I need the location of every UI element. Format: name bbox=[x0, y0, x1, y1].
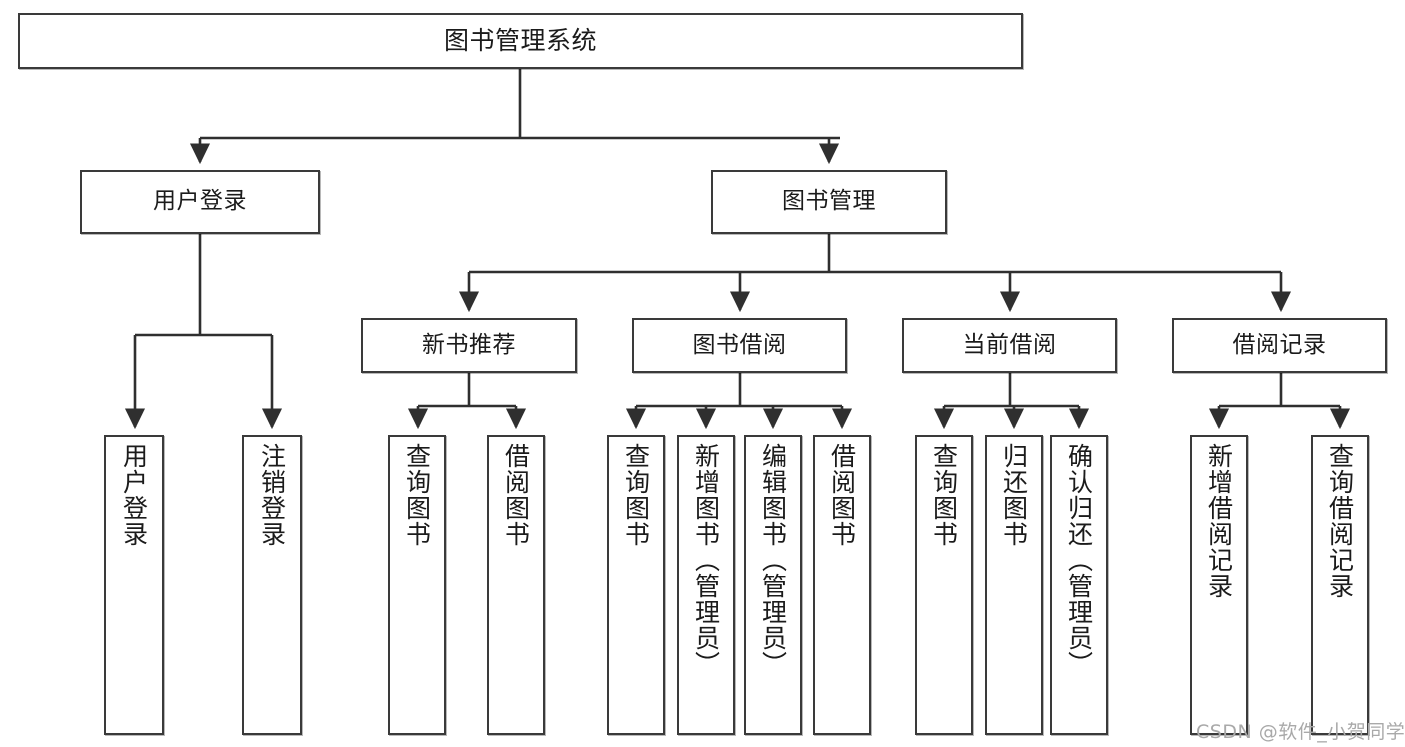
node-leaf-confirm-return[interactable]: 确认归还（管理员） bbox=[1050, 435, 1108, 735]
node-label: 图书管理 bbox=[782, 188, 876, 215]
node-label: 新增借阅记录 bbox=[1204, 443, 1234, 599]
node-label: 新书推荐 bbox=[422, 331, 516, 358]
node-label: 用户登录 bbox=[153, 188, 247, 215]
node-label: 图书管理系统 bbox=[443, 26, 597, 56]
node-label: 查询图书 bbox=[929, 443, 959, 547]
node-leaf-add-book[interactable]: 新增图书（管理员） bbox=[677, 435, 735, 735]
node-label: 当前借阅 bbox=[962, 331, 1057, 358]
node-label: 查询图书 bbox=[402, 443, 432, 547]
node-label: 用户登录 bbox=[119, 443, 149, 547]
node-new-book-recommend[interactable]: 新书推荐 bbox=[361, 318, 577, 373]
node-leaf-borrow-book-1[interactable]: 借阅图书 bbox=[487, 435, 545, 735]
node-label: 借阅图书 bbox=[501, 443, 531, 547]
node-book-manage[interactable]: 图书管理 bbox=[711, 170, 947, 234]
node-label: 编辑图书（管理员） bbox=[758, 443, 788, 677]
node-label: 新增图书（管理员） bbox=[691, 443, 721, 677]
node-current-borrow[interactable]: 当前借阅 bbox=[902, 318, 1117, 373]
csdn-watermark: CSDN @软件_小贺同学 bbox=[1196, 721, 1405, 743]
node-leaf-edit-book[interactable]: 编辑图书（管理员） bbox=[744, 435, 802, 735]
node-root-system[interactable]: 图书管理系统 bbox=[18, 13, 1023, 69]
node-label: 确认归还（管理员） bbox=[1064, 443, 1094, 677]
node-leaf-add-borrow-record[interactable]: 新增借阅记录 bbox=[1190, 435, 1248, 735]
node-leaf-query-book-1[interactable]: 查询图书 bbox=[388, 435, 446, 735]
node-leaf-return-book[interactable]: 归还图书 bbox=[985, 435, 1043, 735]
node-label: 查询图书 bbox=[621, 443, 651, 547]
node-leaf-user-login[interactable]: 用户登录 bbox=[104, 435, 164, 735]
node-leaf-query-book-3[interactable]: 查询图书 bbox=[915, 435, 973, 735]
node-leaf-query-book-2[interactable]: 查询图书 bbox=[607, 435, 665, 735]
node-label: 借阅图书 bbox=[827, 443, 857, 547]
node-borrow-record[interactable]: 借阅记录 bbox=[1172, 318, 1387, 373]
node-label: 归还图书 bbox=[999, 443, 1029, 547]
node-leaf-query-borrow-record[interactable]: 查询借阅记录 bbox=[1311, 435, 1369, 735]
node-book-borrow[interactable]: 图书借阅 bbox=[632, 318, 847, 373]
node-user-login[interactable]: 用户登录 bbox=[80, 170, 320, 234]
node-label: 借阅记录 bbox=[1232, 331, 1327, 358]
node-label: 注销登录 bbox=[257, 443, 287, 547]
node-label: 图书借阅 bbox=[692, 331, 787, 358]
node-leaf-borrow-book-2[interactable]: 借阅图书 bbox=[813, 435, 871, 735]
node-label: 查询借阅记录 bbox=[1325, 443, 1355, 599]
node-leaf-user-logout[interactable]: 注销登录 bbox=[242, 435, 302, 735]
